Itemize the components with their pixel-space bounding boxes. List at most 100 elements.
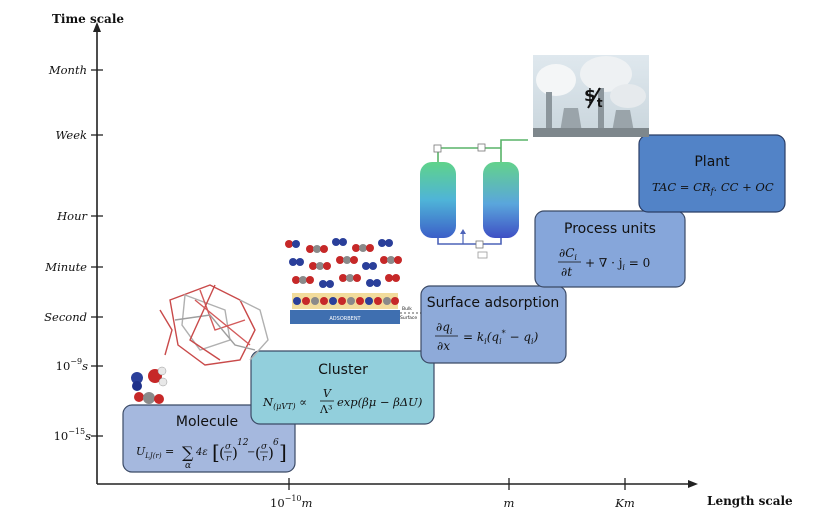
- surface-illustration: ADSORBENT Bulk Surface: [285, 238, 421, 324]
- process-units-box-title: Process units: [564, 221, 656, 237]
- column-flow-arrowhead: [460, 229, 466, 234]
- cost-per-time-slash: [587, 87, 601, 109]
- column-valve-out: [477, 251, 488, 259]
- molecule-eq-exp2: 6: [273, 438, 279, 448]
- molecule-row-3: [292, 274, 400, 288]
- y-tick-label-hour: Hour: [56, 209, 88, 223]
- adsorbent-label: ADSORBENT: [329, 316, 361, 322]
- y-ticks: [91, 69, 103, 437]
- adsorbed-layer: [292, 293, 399, 309]
- cluster-eq-lhs: N(μVT) ∝: [262, 395, 307, 411]
- process-eq-rhs: + ∇ · ji = 0: [585, 256, 650, 272]
- surface-adsorption-box-title: Surface adsorption: [427, 295, 560, 311]
- x-tick-label-1e-10m: 10−10m: [270, 494, 313, 510]
- molecule-eq-exp1: 12: [237, 438, 249, 448]
- process-eq-frac-den: ∂t: [561, 265, 572, 279]
- y-tick-label-1e-15s: 10−15s: [54, 427, 92, 443]
- plant-ground: [533, 128, 649, 137]
- framework-strut-6: [239, 299, 269, 361]
- smoke-cloud-1: [536, 64, 576, 96]
- cost-per-time-symbol: $t: [584, 86, 603, 110]
- framework-strut-7: [159, 309, 173, 356]
- molecule-eq-paren2: (: [255, 444, 261, 462]
- molecule-eq-lhs: ULJ(r) =: [136, 445, 174, 460]
- y-axis-arrowhead: [93, 22, 101, 32]
- y-tick-label-month: Month: [48, 63, 87, 77]
- framework-strut-5: [189, 284, 221, 361]
- adsorption-column-left: [420, 162, 456, 238]
- cooling-tower-1: [560, 108, 582, 132]
- y-tick-labels: Month Week Hour Minute Second 10−9s 10−1…: [44, 63, 91, 443]
- molecule-eq-frac1-den: r: [226, 454, 231, 464]
- x-ticks: [288, 478, 626, 490]
- surface-adsorption-box: Surface adsorption ∂qi ∂x = ki(qi* − qi): [420, 285, 567, 364]
- cluster-box: Cluster N(μVT) ∝ V Λ³ exp(βμ − βΔU): [250, 350, 435, 425]
- adsorption-column-right: [483, 162, 519, 238]
- y-tick-label-minute: Minute: [44, 260, 87, 274]
- molecule-eq-minus: −: [247, 447, 255, 458]
- cluster-equation: N(μVT) ∝ V Λ³ exp(βμ − βΔU): [262, 387, 422, 416]
- surface-eq-frac-den: ∂x: [437, 339, 450, 353]
- molecule-box-background: [122, 404, 296, 473]
- process-columns-illustration: [420, 139, 528, 259]
- molecule-row-1: [285, 238, 393, 253]
- column-piping: [437, 139, 528, 162]
- adsorbent-slab: [290, 310, 400, 324]
- x-axis-arrowhead: [688, 480, 698, 488]
- cluster-framework-illustration: [159, 284, 269, 366]
- column-piping-bottom: [437, 238, 502, 245]
- atom-white-1: [157, 366, 167, 376]
- surface-adsorption-box-background: [420, 285, 567, 364]
- y-tick-label-week: Week: [56, 128, 87, 142]
- atom-white-2: [158, 377, 168, 387]
- column-valve-left: [433, 144, 442, 153]
- molecule-eq-paren2-close: ): [268, 444, 274, 462]
- x-tick-label-m: m: [504, 496, 515, 510]
- framework-strut-2: [181, 294, 231, 351]
- process-units-box: Process units ∂Ci ∂t + ∇ · ji = 0: [534, 210, 686, 288]
- molecule-eq-sum-sub: α: [185, 461, 191, 471]
- x-axis-title: Length scale: [707, 494, 793, 508]
- molecule-eq-bracket-open: [: [212, 440, 220, 464]
- cluster-eq-rest: exp(βμ − βΔU): [337, 395, 422, 409]
- axes: Time scale Length scale Month Week Hour …: [44, 12, 793, 510]
- atom-red-2: [134, 392, 144, 402]
- smoke-cloud-3: [610, 84, 646, 108]
- molecule-eq-paren1: (: [219, 444, 225, 462]
- molecule-eq-frac2-num: σ: [261, 442, 268, 452]
- molecule-illustration: [131, 366, 168, 404]
- molecule-eq-paren1-close: ): [232, 444, 238, 462]
- atom-red-3: [154, 394, 164, 404]
- plant-equation: TAC = CRf. CC + OC: [652, 180, 774, 196]
- surface-eq-rhs: = ki(qi* − qi): [463, 329, 539, 346]
- process-units-box-background: [534, 210, 686, 288]
- cluster-eq-frac-den: Λ³: [319, 403, 332, 416]
- y-tick-label-1e-9s: 10−9s: [56, 357, 88, 373]
- molecule-box: Molecule ULJ(r) = ∑ α 4ε [ ( σ r ) 12 − …: [122, 404, 296, 473]
- molecule-eq-sum: ∑: [182, 443, 194, 462]
- y-tick-label-second: Second: [44, 310, 87, 324]
- molecule-eq-body: 4ε: [195, 447, 208, 458]
- framework-strut-4: [174, 314, 256, 351]
- plant-box: Plant TAC = CRf. CC + OC: [638, 134, 786, 213]
- smokestack-1: [546, 92, 552, 132]
- y-axis-title: Time scale: [52, 12, 124, 26]
- process-eq-frac-num: ∂Ci: [559, 246, 577, 262]
- framework-strut-3: [199, 289, 246, 331]
- molecule-eq-frac2-den: r: [262, 454, 267, 464]
- cluster-box-background: [250, 350, 435, 425]
- plant-box-background: [638, 134, 786, 213]
- smoke-cloud-2: [580, 56, 632, 92]
- surface-adsorption-equation: ∂qi ∂x = ki(qi* − qi): [435, 320, 539, 353]
- surface-eq-frac-num: ∂qi: [436, 320, 453, 336]
- process-units-equation: ∂Ci ∂t + ∇ · ji = 0: [558, 246, 650, 279]
- molecule-box-title: Molecule: [176, 414, 238, 430]
- molecule-eq-frac1-num: σ: [225, 442, 232, 452]
- molecule-eq-bracket-close: ]: [279, 440, 287, 464]
- surface-label: Surface: [400, 315, 417, 321]
- cluster-eq-frac-num: V: [323, 387, 332, 400]
- molecule-equation: ULJ(r) = ∑ α 4ε [ ( σ r ) 12 − ( σ r ) 6…: [136, 438, 287, 471]
- power-plant-illustration: $t: [533, 55, 649, 137]
